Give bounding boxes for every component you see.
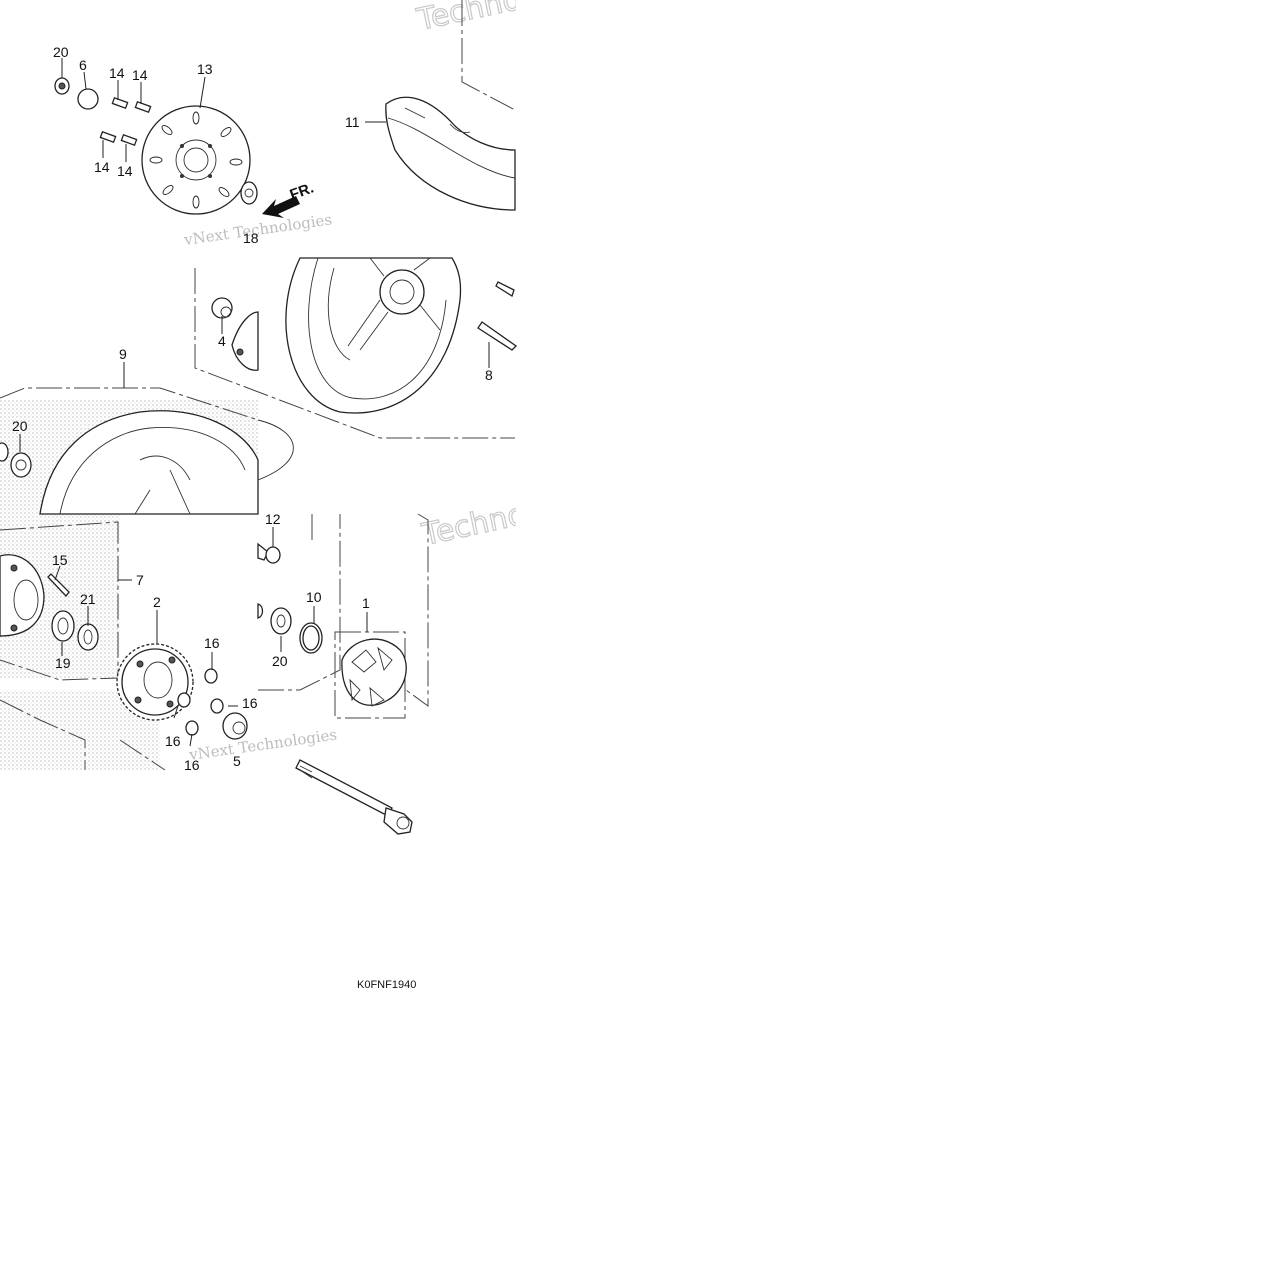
rear-wheel xyxy=(194,257,515,439)
callout-labels: 20 6 14 14 13 14 14 11 18 4 8 9 20 12 15… xyxy=(12,44,493,773)
sprocket xyxy=(116,643,194,721)
watermark-vnext-2: vNext Technologies xyxy=(187,725,338,764)
damper-group xyxy=(257,513,429,719)
callout-14-a: 14 xyxy=(109,65,125,81)
blank-region-right xyxy=(516,0,1285,770)
lower-dash-outline xyxy=(0,699,166,771)
callout-20-a: 20 xyxy=(12,418,28,434)
svg-text:FR.: FR. xyxy=(288,180,317,204)
callout-16-b: 16 xyxy=(242,695,258,711)
diagram-reference-code: K0FNF1940 xyxy=(357,979,416,991)
small-fasteners-top xyxy=(54,77,152,147)
brake-disc xyxy=(141,105,251,215)
axle-bolt xyxy=(295,759,413,835)
callout-8: 8 xyxy=(485,367,493,383)
callout-18: 18 xyxy=(243,230,259,246)
callout-13: 13 xyxy=(197,61,213,77)
leader-lines xyxy=(19,58,490,747)
callout-14-b: 14 xyxy=(132,67,148,83)
callout-16-a: 16 xyxy=(204,635,220,651)
front-direction-arrow: FR. xyxy=(262,180,316,218)
bearing-20-top xyxy=(0,442,32,478)
mud-guard xyxy=(385,0,516,211)
callout-14-d: 14 xyxy=(117,163,133,179)
callout-7: 7 xyxy=(136,572,144,588)
callout-20-b: 20 xyxy=(272,653,288,669)
callout-21: 21 xyxy=(80,591,96,607)
callout-6: 6 xyxy=(79,57,87,73)
callout-4: 4 xyxy=(218,333,226,349)
wheel-9 xyxy=(0,387,294,515)
callout-10: 10 xyxy=(306,589,322,605)
callout-16-c: 16 xyxy=(165,733,181,749)
sprocket-nuts xyxy=(177,668,248,740)
callout-19: 19 xyxy=(55,655,71,671)
callout-16-d: 16 xyxy=(184,757,200,773)
callout-1: 1 xyxy=(362,595,370,611)
bearing-18 xyxy=(240,181,258,205)
callout-9: 9 xyxy=(119,346,127,362)
rear-hub xyxy=(0,521,119,681)
callout-12: 12 xyxy=(265,511,281,527)
callout-17: 20 xyxy=(53,44,69,60)
callout-5: 5 xyxy=(233,753,241,769)
callout-11: 11 xyxy=(345,114,360,130)
callout-2: 2 xyxy=(153,594,161,610)
hub-partial xyxy=(231,311,259,371)
spacer-4 xyxy=(211,297,233,319)
axle-collar-8 xyxy=(477,281,518,351)
callout-15: 15 xyxy=(52,552,68,568)
callout-14-c: 14 xyxy=(94,159,110,175)
